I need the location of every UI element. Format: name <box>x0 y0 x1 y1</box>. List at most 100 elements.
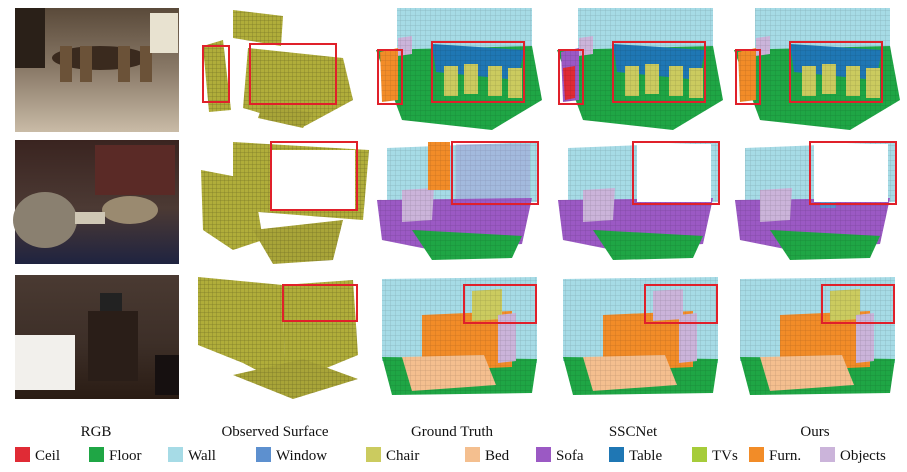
legend-item-bed: Bed <box>465 447 510 464</box>
tvs-voxels-grid <box>472 289 502 321</box>
legend-label: Wall <box>188 448 216 464</box>
chair-voxels-2-grid <box>645 64 659 94</box>
bed-swatch <box>465 447 480 462</box>
ceil-swatch <box>15 447 30 462</box>
tvs-swatch <box>692 447 707 462</box>
chair-voxels-2-grid <box>822 64 836 94</box>
gt-scene-row-2 <box>377 141 539 260</box>
rgb-photo-row-1 <box>15 8 179 132</box>
bed-shape <box>15 335 75 390</box>
sofa-shape <box>102 196 158 224</box>
objects-voxels-grid <box>579 36 593 56</box>
legend-label: Table <box>629 448 662 464</box>
panels-group <box>13 8 900 399</box>
wall-voxels-grid <box>755 8 890 58</box>
chair-voxels-3-grid <box>846 66 860 96</box>
legend: Ceil Floor Wall Window Chair Bed Sofa Table TVs F… <box>15 447 886 464</box>
legend-label: Chair <box>386 448 419 464</box>
observed-wall-grid <box>233 10 283 46</box>
furn-swatch <box>749 447 764 462</box>
legend-item-sofa: Sofa <box>536 447 584 464</box>
observed-surface-row-3 <box>198 277 358 399</box>
objects-voxels-grid <box>583 188 615 222</box>
tv-shape <box>100 293 122 311</box>
legend-label: Ceil <box>35 448 60 464</box>
wall-voxels-grid <box>578 8 713 58</box>
observed-armchair-grid <box>201 170 263 250</box>
bed-voxels-grid <box>583 355 677 391</box>
chair-voxels-4-grid <box>866 68 880 98</box>
dresser-shape <box>88 311 138 381</box>
window-swatch <box>256 447 271 462</box>
floor-swatch <box>89 447 104 462</box>
table-swatch <box>609 447 624 462</box>
gt-scene-row-3 <box>382 277 537 395</box>
column-header-2: Ground Truth <box>411 424 494 440</box>
legend-item-window: Window <box>256 447 327 464</box>
highlight-box-main <box>270 141 358 211</box>
ssc-scene-row-1 <box>557 8 723 130</box>
ceil-voxels-grid <box>563 66 575 100</box>
legend-item-chair: Chair <box>366 447 419 464</box>
gt-scene-row-1 <box>376 8 542 130</box>
legend-item-wall: Wall <box>168 447 216 464</box>
ssc-scene-row-2 <box>558 141 720 260</box>
legend-item-furn: Furn. <box>749 447 801 464</box>
furn-voxels-grid <box>738 48 756 102</box>
sofa-swatch <box>536 447 551 462</box>
chair-shape <box>60 46 72 82</box>
cabinet-shape <box>15 8 45 68</box>
furn-voxels-grid <box>380 48 398 102</box>
legend-label: Floor <box>109 448 142 464</box>
observed-cabinet-grid <box>203 40 231 112</box>
chair-voxels-4-grid <box>508 68 522 98</box>
missing-region <box>637 144 711 202</box>
wall-voxels-grid <box>397 8 532 58</box>
legend-label: Furn. <box>769 448 801 464</box>
floor-voxels-grid <box>593 230 703 260</box>
highlight-box-main <box>282 284 358 322</box>
legend-item-ceil: Ceil <box>15 447 60 464</box>
highlight-box-main <box>644 284 718 324</box>
observed-floor-grid <box>253 220 343 264</box>
legend-label: Bed <box>485 448 510 464</box>
tvs-voxels-grid <box>653 289 683 321</box>
legend-label: TVs <box>712 448 738 464</box>
chair-voxels-3-grid <box>488 66 502 96</box>
objects-voxels-grid <box>498 313 516 363</box>
legend-item-table: Table <box>609 447 662 464</box>
bed-voxels-grid <box>402 355 496 391</box>
highlight-box-main <box>463 284 537 324</box>
observed-floor-grid <box>233 359 358 399</box>
legend-label: Objects <box>840 448 886 464</box>
chair-voxels-1-grid <box>444 66 458 96</box>
missing-region <box>456 144 530 202</box>
ssc-scene-row-3 <box>563 277 718 395</box>
highlight-box-main <box>431 41 525 103</box>
highlight-box-main <box>249 43 337 105</box>
observed-surface-row-2 <box>201 141 369 264</box>
highlight-box-main <box>789 41 883 103</box>
ours-scene-row-2 <box>735 141 897 260</box>
observed-floor-grid <box>258 103 313 128</box>
chair-shape <box>118 46 130 82</box>
chair-voxels-4-grid <box>689 68 703 98</box>
objects-voxels-grid <box>760 188 792 222</box>
ours-scene-row-1 <box>734 8 900 130</box>
legend-label: Sofa <box>556 448 584 464</box>
objects-voxels-grid <box>402 188 434 222</box>
rgb-photo-row-3 <box>15 275 179 399</box>
chair-shape <box>155 355 179 395</box>
chair-swatch <box>366 447 381 462</box>
legend-item-tvs: TVs <box>692 447 738 464</box>
ours-scene-row-3 <box>740 277 895 395</box>
chair-shape <box>80 46 92 82</box>
bed-voxels-grid <box>760 355 854 391</box>
column-header-3: SSCNet <box>609 424 658 440</box>
objects-voxels-grid <box>756 36 770 56</box>
missing-region <box>271 150 355 210</box>
objects-voxels-grid <box>856 313 874 363</box>
rgb-photo-row-2 <box>13 140 179 264</box>
highlight-box-main <box>612 41 706 103</box>
